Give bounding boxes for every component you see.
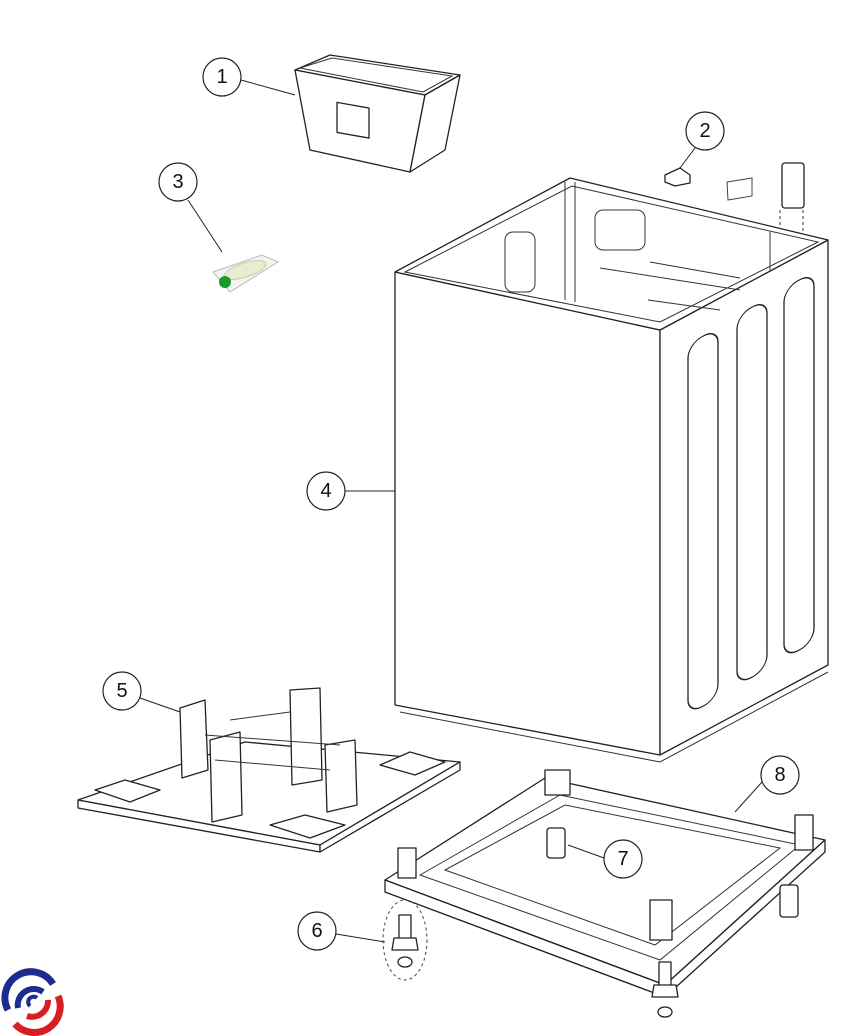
svg-text:8: 8	[774, 764, 785, 786]
part-foot-bracket	[546, 827, 799, 918]
svg-text:3: 3	[172, 171, 183, 193]
brand-logo	[1, 968, 64, 1036]
svg-text:5: 5	[116, 680, 127, 702]
part-dispenser-box	[294, 54, 461, 173]
part-sensor	[212, 254, 280, 293]
svg-text:6: 6	[311, 920, 322, 942]
part-packing-base	[77, 687, 461, 853]
svg-text:1: 1	[216, 66, 227, 88]
part-base-frame	[384, 769, 826, 998]
callout-2: 2	[685, 111, 725, 151]
svg-text:7: 7	[617, 848, 628, 870]
leader-lines	[139, 79, 763, 943]
callout-1: 1	[202, 57, 242, 97]
svg-text:2: 2	[699, 120, 710, 142]
svg-text:4: 4	[320, 480, 331, 502]
callout-6: 6	[297, 911, 337, 951]
part-leveling-foot	[382, 899, 679, 1018]
callout-5: 5	[102, 671, 142, 711]
callout-4: 4	[306, 471, 346, 511]
callout-3: 3	[158, 162, 198, 202]
callout-7: 7	[603, 839, 643, 879]
part-cabinet	[394, 177, 829, 763]
callout-8: 8	[760, 755, 800, 795]
